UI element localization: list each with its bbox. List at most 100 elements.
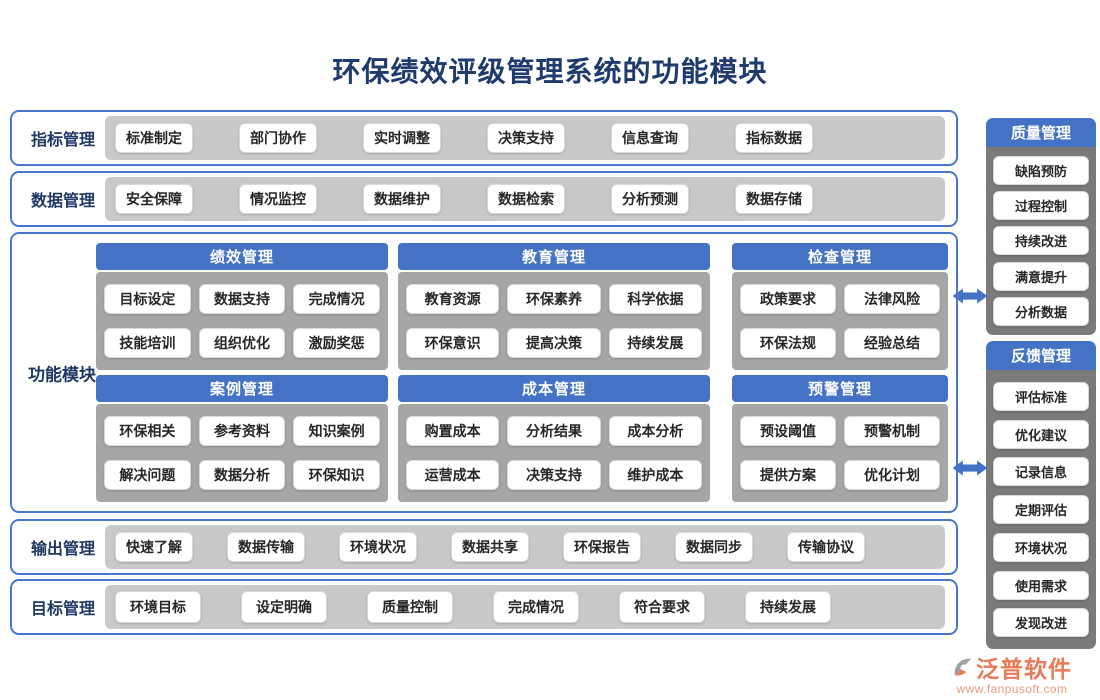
feature-chip: 环境状况: [993, 532, 1089, 562]
feature-chip: 实时调整: [363, 123, 441, 153]
feature-chip: 安全保障: [115, 184, 193, 214]
feature-chip: 质量控制: [367, 591, 453, 623]
panel-body: 购置成本分析结果成本分析运营成本决策支持维护成本: [398, 404, 710, 502]
panel-education-management: 教育管理 教育资源环保素养科学依据环保意识提高决策持续发展: [398, 243, 710, 370]
feature-chip: 解决问题: [104, 460, 191, 490]
section-label: 功能模块: [28, 365, 96, 384]
feature-chip: 环保素养: [507, 284, 601, 314]
feature-chip: 预设阈值: [740, 416, 836, 446]
feature-chip: 指标数据: [735, 123, 813, 153]
feature-chip: 数据分析: [198, 460, 286, 490]
feature-chip: 决策支持: [487, 123, 565, 153]
panel-title: 质量管理: [986, 118, 1096, 147]
panel-cost-management: 成本管理 购置成本分析结果成本分析运营成本决策支持维护成本: [398, 375, 710, 502]
feature-chip: 科学依据: [608, 284, 702, 314]
panel-title: 绩效管理: [96, 243, 388, 270]
feature-chip: 运营成本: [406, 460, 500, 490]
row-label: 数据管理: [31, 193, 96, 210]
feature-chip: 环境目标: [115, 591, 201, 623]
feature-chip: 数据检索: [487, 184, 565, 214]
feature-chip: 持续改进: [993, 226, 1089, 256]
feature-chip: 持续发展: [608, 328, 702, 358]
panel-body: 评估标准优化建议记录信息定期评估环境状况使用需求发现改进: [986, 370, 1096, 649]
double-arrow-icon: [951, 283, 989, 309]
feature-chip: 符合要求: [619, 591, 705, 623]
feature-chip: 激励奖惩: [293, 328, 380, 358]
feature-chip: 数据维护: [363, 184, 441, 214]
panel-warning-management: 预警管理 预设阈值预警机制提供方案优化计划: [732, 375, 948, 502]
feature-chip: 知识案例: [293, 416, 380, 446]
feature-chip: 数据存储: [735, 184, 813, 214]
sidebar-panel-quality-management: 质量管理 缺陷预防过程控制持续改进满意提升分析数据: [986, 118, 1096, 335]
panel-title: 成本管理: [398, 375, 710, 402]
fanpu-logo-icon: [952, 656, 974, 678]
brand-url-link[interactable]: www.fanpusoft.com: [956, 682, 1068, 696]
feature-chip: 成本分析: [608, 416, 702, 446]
row-label: 输出管理: [31, 541, 96, 558]
feature-chip: 持续发展: [745, 591, 831, 623]
chip-band: 标准制定部门协作实时调整决策支持信息查询指标数据: [105, 116, 945, 160]
feature-chip: 满意提升: [993, 261, 1089, 291]
feature-chip: 数据支持: [198, 284, 286, 314]
row-label: 目标管理: [31, 601, 96, 618]
feature-chip: 完成情况: [493, 591, 579, 623]
panel-grid: 绩效管理 目标设定数据支持完成情况技能培训组织优化激励奖惩 教育管理 教育资源环…: [96, 234, 950, 511]
chip-band: 环境目标设定明确质量控制完成情况符合要求持续发展: [105, 585, 945, 629]
panel-title: 案例管理: [96, 375, 388, 402]
panel-case-management: 案例管理 环保相关参考资料知识案例解决问题数据分析环保知识: [96, 375, 388, 502]
feature-chip: 定期评估: [993, 495, 1089, 524]
feature-chip: 评估标准: [993, 381, 1089, 411]
feature-chip: 环保知识: [293, 460, 380, 490]
feature-chip: 环保法规: [740, 328, 836, 358]
panel-body: 政策要求法律风险环保法规经验总结: [732, 272, 948, 370]
panel-body: 环保相关参考资料知识案例解决问题数据分析环保知识: [96, 404, 388, 502]
panel-title: 预警管理: [732, 375, 948, 402]
page-title: 环保绩效评级管理系统的功能模块: [332, 56, 768, 87]
brand-name: 泛普软件: [976, 656, 1072, 682]
feature-chip: 分析数据: [993, 296, 1089, 326]
panel-performance-management: 绩效管理 目标设定数据支持完成情况技能培训组织优化激励奖惩: [96, 243, 388, 370]
feature-chip: 目标设定: [104, 284, 191, 314]
feature-chip: 提供方案: [740, 460, 836, 490]
feature-chip: 数据同步: [675, 532, 753, 562]
feature-chip: 完成情况: [293, 284, 380, 314]
feature-chip: 政策要求: [740, 284, 836, 314]
chip-band: 快速了解数据传输环境状况数据共享环保报告数据同步传输协议: [105, 525, 945, 569]
feature-chip: 购置成本: [406, 416, 500, 446]
panel-row-bottom: 案例管理 环保相关参考资料知识案例解决问题数据分析环保知识 成本管理 购置成本分…: [96, 375, 950, 502]
panel-title: 教育管理: [398, 243, 710, 270]
panel-title: 检查管理: [732, 243, 948, 270]
panel-inspection-management: 检查管理 政策要求法律风险环保法规经验总结: [732, 243, 948, 370]
sidebar-panel-feedback-management: 反馈管理 评估标准优化建议记录信息定期评估环境状况使用需求发现改进: [986, 341, 1096, 649]
feature-chip: 数据共享: [451, 532, 529, 562]
feature-chip: 分析结果: [507, 416, 601, 446]
feature-chip: 记录信息: [993, 457, 1089, 487]
feature-chip: 情况监控: [239, 184, 317, 214]
feature-chip: 优化计划: [844, 460, 940, 490]
panel-body: 预设阈值预警机制提供方案优化计划: [732, 404, 948, 502]
feature-chip: 参考资料: [198, 416, 286, 446]
feature-chip: 标准制定: [115, 123, 193, 153]
feature-chip: 快速了解: [115, 532, 193, 562]
feature-chip: 发现改进: [993, 608, 1089, 638]
panel-body: 缺陷预防过程控制持续改进满意提升分析数据: [986, 147, 1096, 335]
feature-chip: 环保相关: [104, 416, 191, 446]
footer-brand: 泛普软件 www.fanpusoft.com: [932, 650, 1092, 696]
feature-chip: 环境状况: [339, 532, 417, 562]
feature-chip: 缺陷预防: [993, 156, 1089, 186]
feature-chip: 技能培训: [104, 328, 191, 358]
feature-chip: 数据传输: [227, 532, 305, 562]
panel-title: 反馈管理: [986, 341, 1096, 370]
row-label: 指标管理: [31, 132, 96, 149]
feature-chip: 教育资源: [406, 284, 500, 314]
row-goal-management: 目标管理 环境目标设定明确质量控制完成情况符合要求持续发展: [10, 579, 958, 635]
feature-chip: 部门协作: [239, 123, 317, 153]
feature-chip: 优化建议: [993, 419, 1089, 449]
feature-chip: 法律风险: [844, 284, 940, 314]
panel-body: 目标设定数据支持完成情况技能培训组织优化激励奖惩: [96, 272, 388, 370]
feature-chip: 经验总结: [844, 328, 940, 358]
feature-chip: 环保意识: [406, 328, 500, 358]
row-output-management: 输出管理 快速了解数据传输环境状况数据共享环保报告数据同步传输协议: [10, 519, 958, 575]
feature-chip: 过程控制: [993, 191, 1089, 221]
